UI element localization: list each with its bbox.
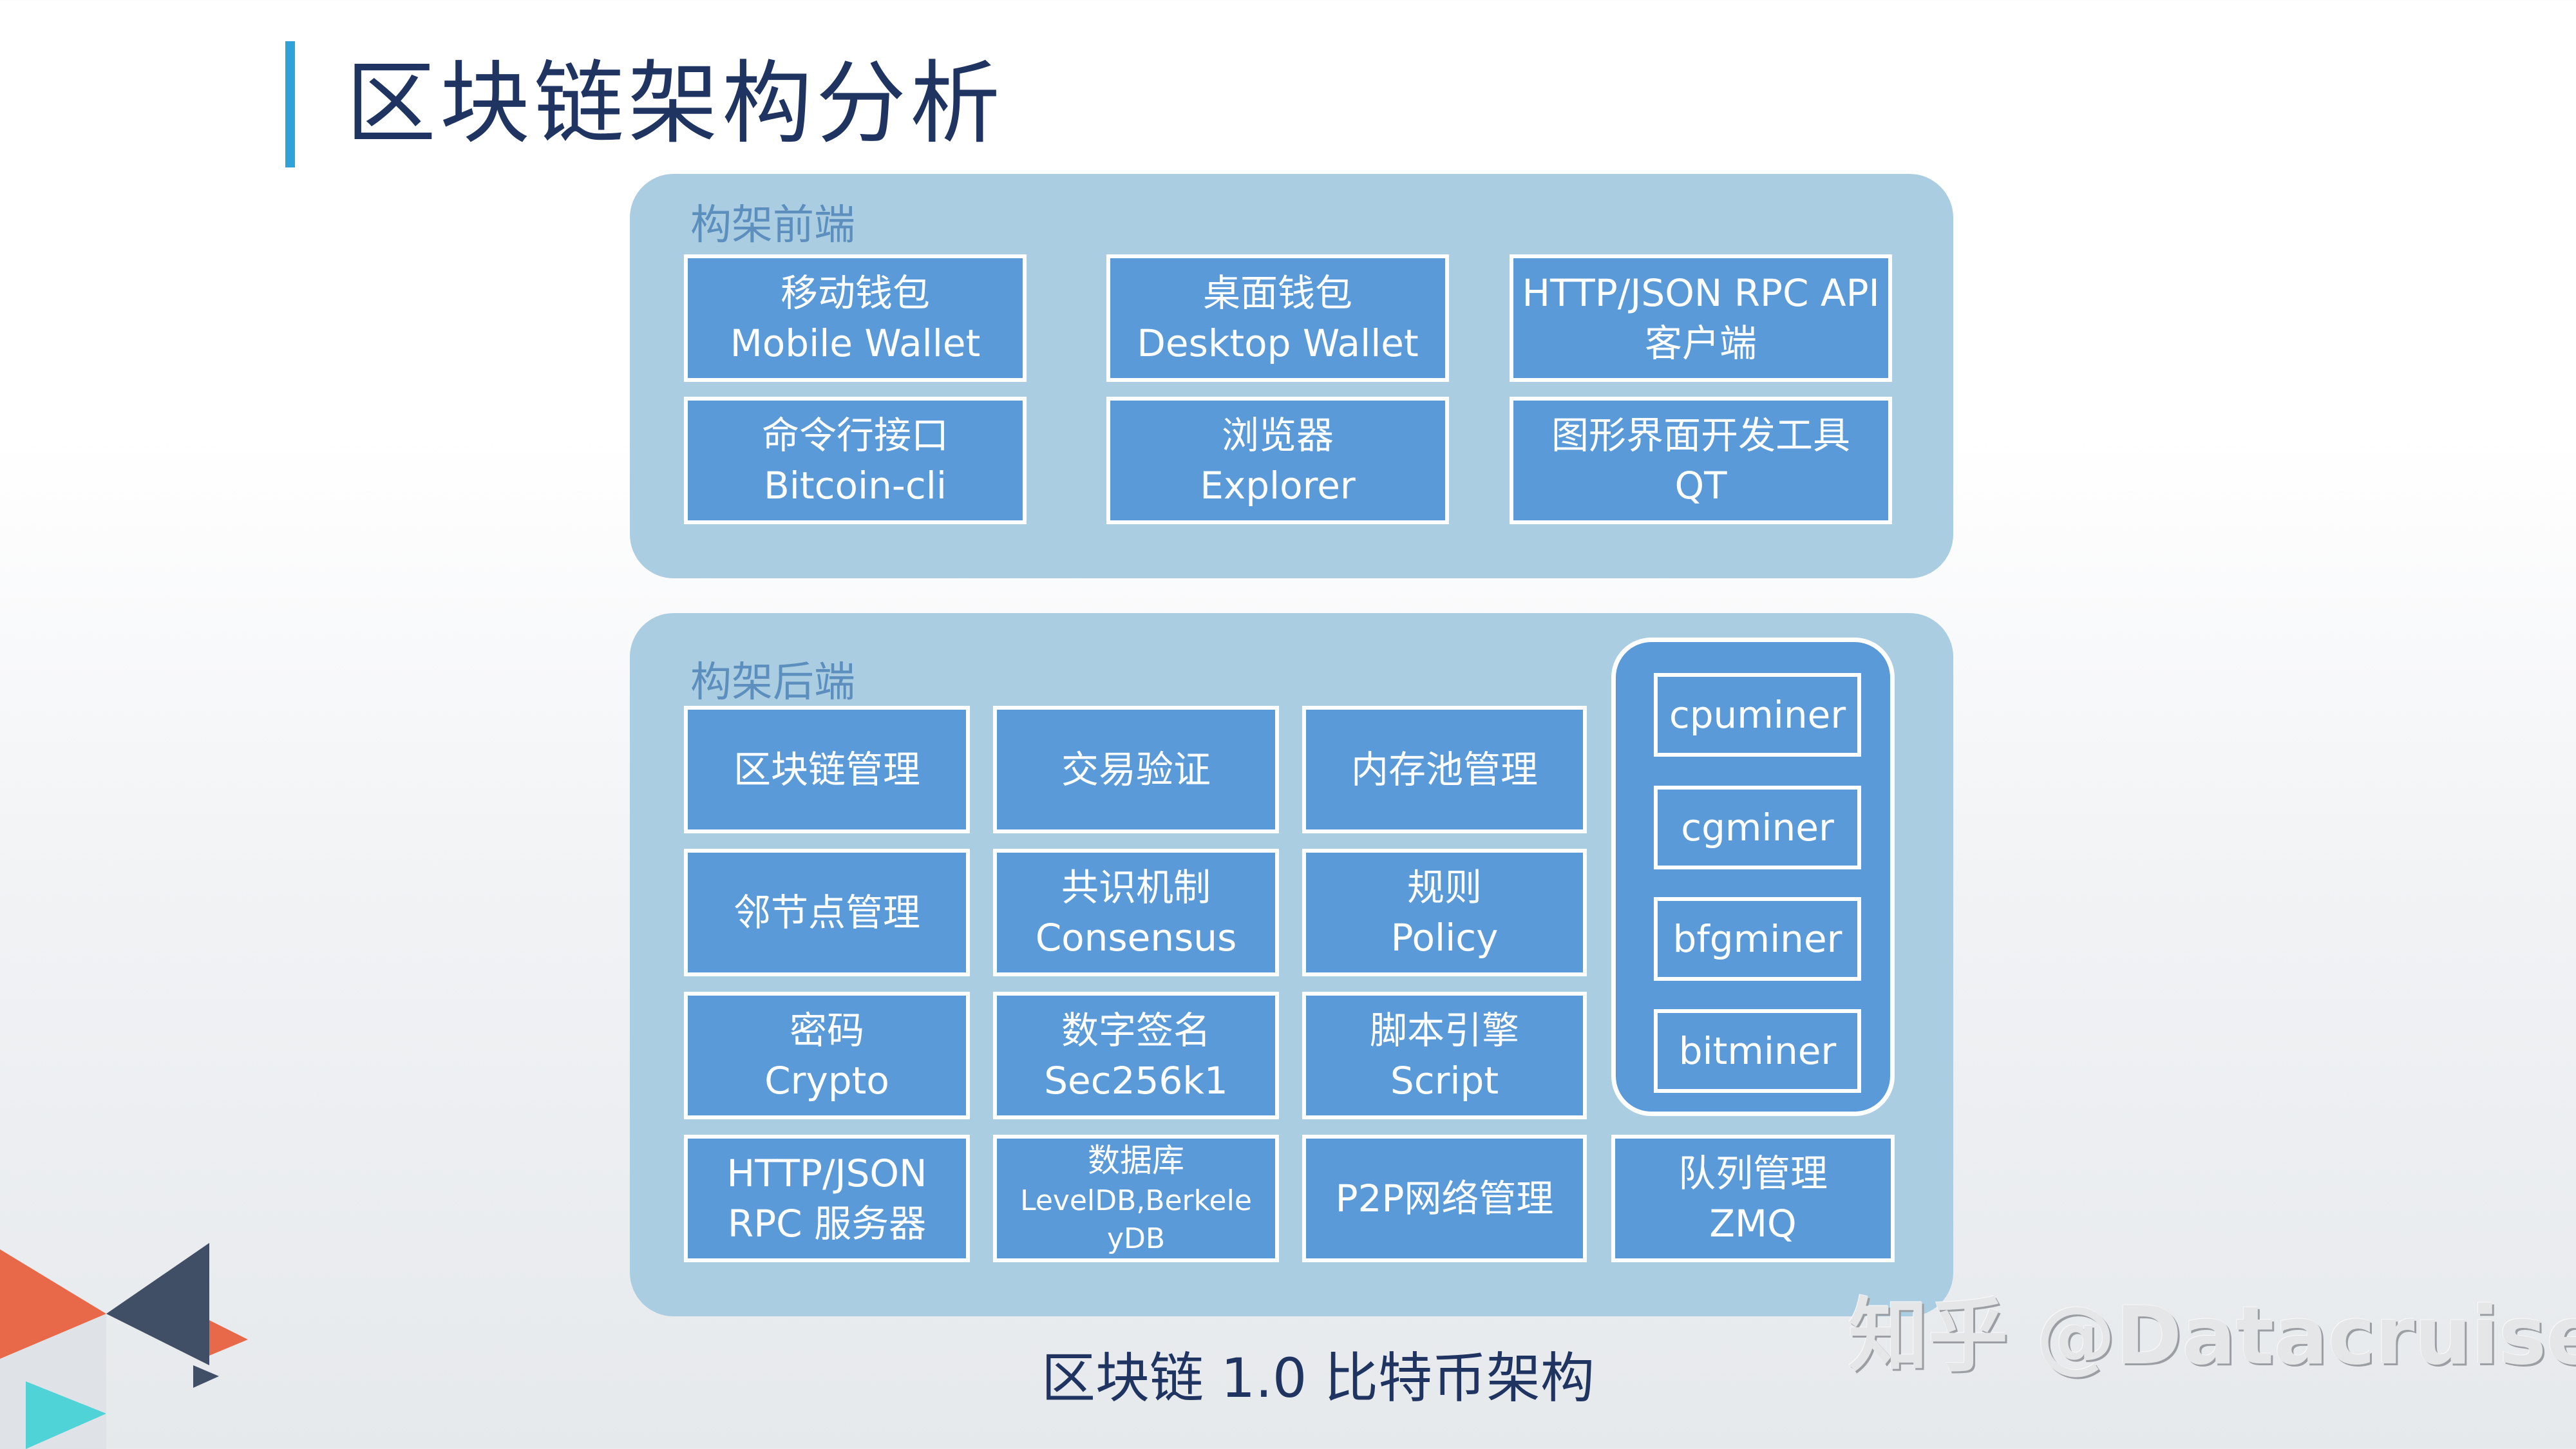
box-line: HTTP/JSON (726, 1151, 927, 1195)
box-line: ZMQ (1709, 1202, 1797, 1245)
box-line: Policy (1390, 916, 1499, 960)
box-line: 区块链管理 (733, 748, 920, 791)
corner-decoration (0, 1243, 248, 1449)
box-line: 数据库 (1088, 1142, 1184, 1179)
box-line: LevelDB,Berkele (1020, 1184, 1252, 1217)
box-crypto: 密码 Crypto (684, 992, 970, 1119)
cyan-triangle (26, 1381, 106, 1449)
page-title: 区块链架构分析 (346, 52, 1005, 156)
box-line: QT (1674, 464, 1727, 507)
box-line: Sec256k1 (1044, 1059, 1228, 1103)
miner-bfgminer: bfgminer (1654, 897, 1861, 981)
box-line: 规则 (1406, 866, 1482, 909)
watermark: 知乎 @Datacruiser (1848, 1290, 2576, 1383)
box-p2p-network-management: P2P网络管理 (1302, 1135, 1587, 1262)
box-consensus: 共识机制 Consensus (993, 849, 1279, 976)
box-database: 数据库 LevelDB,Berkele yDB (993, 1135, 1279, 1262)
miner-cpuminer: cpuminer (1654, 673, 1861, 757)
box-queue-management: 队列管理 ZMQ (1611, 1135, 1895, 1262)
small-navy-triangle (193, 1365, 219, 1388)
box-http-json-rpc-server: HTTP/JSON RPC 服务器 (684, 1135, 970, 1262)
box-line: Bitcoin-cli (764, 464, 947, 507)
box-line: 桌面钱包 (1202, 271, 1352, 315)
title-accent-bar (285, 41, 295, 167)
box-line: 浏览器 (1221, 413, 1334, 457)
box-line: 密码 (789, 1009, 864, 1052)
box-line: RPC 服务器 (727, 1202, 927, 1245)
miner-cgminer: cgminer (1654, 786, 1861, 869)
box-line: 命令行接口 (761, 413, 949, 457)
box-line: 内存池管理 (1350, 748, 1538, 791)
box-http-json-rpc-client: HTTP/JSON RPC API 客户端 (1510, 254, 1892, 382)
figure-caption: 区块链 1.0 比特币架构 (1041, 1347, 1595, 1410)
box-peer-management: 邻节点管理 (684, 849, 970, 976)
box-digital-signature: 数字签名 Sec256k1 (993, 992, 1279, 1119)
box-line: Crypto (764, 1059, 889, 1103)
box-line: 队列管理 (1678, 1151, 1828, 1195)
backend-panel-label: 构架后端 (690, 659, 855, 706)
box-line: yDB (1106, 1222, 1166, 1255)
miner-bitminer: bitminer (1654, 1009, 1861, 1093)
box-line: Mobile Wallet (730, 321, 981, 365)
box-mempool-management: 内存池管理 (1302, 706, 1587, 833)
box-qt: 图形界面开发工具 QT (1510, 397, 1892, 524)
box-explorer: 浏览器 Explorer (1106, 397, 1449, 524)
box-line: 移动钱包 (780, 271, 930, 315)
box-line: Consensus (1035, 916, 1237, 960)
small-orange-triangle (209, 1320, 248, 1356)
box-mobile-wallet: 移动钱包 Mobile Wallet (684, 254, 1027, 382)
box-line: Explorer (1200, 464, 1356, 507)
box-line: 图形界面开发工具 (1551, 413, 1850, 457)
navy-triangle (106, 1243, 209, 1365)
box-line: HTTP/JSON RPC API (1522, 271, 1880, 315)
box-line: 脚本引擎 (1369, 1009, 1519, 1052)
orange-triangle (0, 1249, 106, 1359)
box-line: 客户端 (1644, 321, 1757, 365)
box-line: 交易验证 (1061, 748, 1211, 791)
box-line: 邻节点管理 (733, 891, 920, 934)
box-bitcoin-cli: 命令行接口 Bitcoin-cli (684, 397, 1027, 524)
box-line: 数字签名 (1061, 1009, 1211, 1052)
frontend-panel-label: 构架前端 (690, 202, 855, 249)
box-line: Desktop Wallet (1137, 321, 1419, 365)
box-script-engine: 脚本引擎 Script (1302, 992, 1587, 1119)
box-policy: 规则 Policy (1302, 849, 1587, 976)
box-line: 共识机制 (1061, 866, 1211, 909)
box-line: P2P网络管理 (1335, 1177, 1554, 1220)
box-line: Script (1390, 1059, 1499, 1103)
box-transaction-validation: 交易验证 (993, 706, 1279, 833)
box-blockchain-management: 区块链管理 (684, 706, 970, 833)
box-desktop-wallet: 桌面钱包 Desktop Wallet (1106, 254, 1449, 382)
